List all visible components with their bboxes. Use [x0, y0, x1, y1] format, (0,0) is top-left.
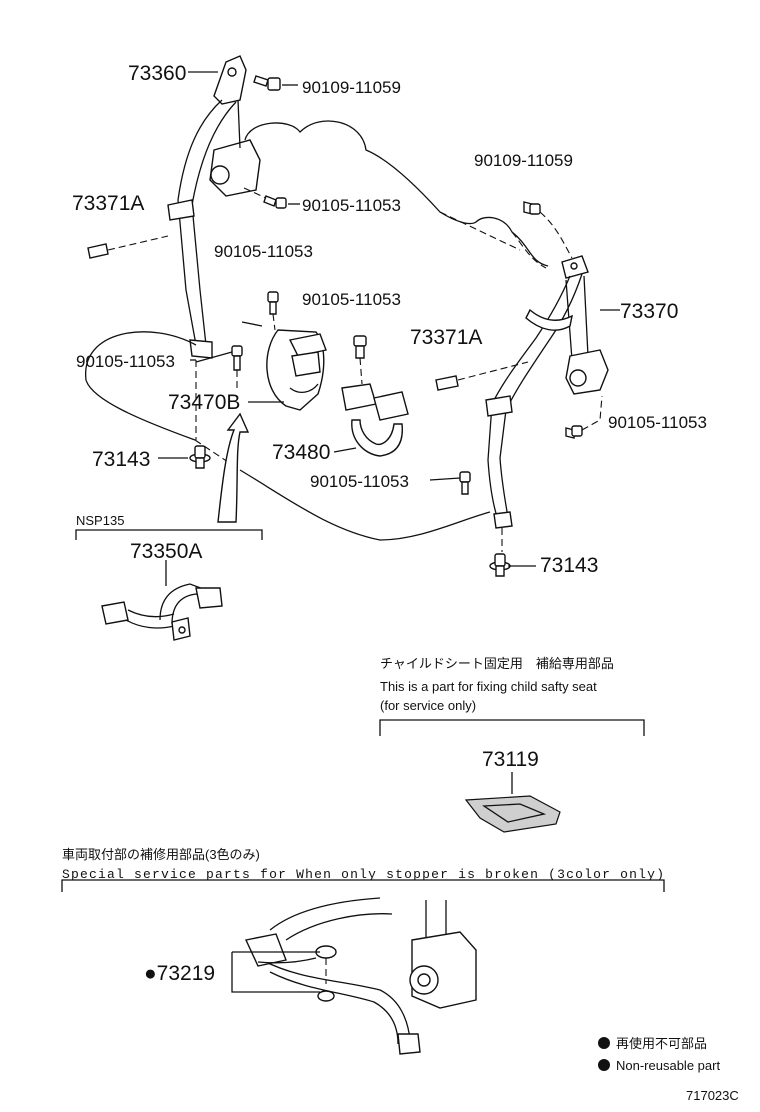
label-73480: 73480 — [272, 441, 330, 464]
label-73119: 73119 — [482, 748, 539, 771]
legend-en: Non-reusable part — [616, 1058, 720, 1073]
note-child-en2: (for service only) — [380, 698, 476, 713]
belt-assembly-73360-drawing — [167, 55, 261, 359]
stud-73143-left — [158, 445, 211, 469]
label-90105-11053-bottom: 90105-11053 — [310, 472, 409, 491]
nsp135-bracket — [75, 529, 263, 540]
clip-73371a-left — [87, 235, 169, 259]
label-73371a-right: 73371A — [410, 326, 482, 349]
belt-73350a-drawing — [101, 560, 223, 641]
label-73360: 73360 — [128, 62, 186, 85]
diagram-id: 717023C — [686, 1088, 739, 1103]
bolt-90105-11053-mid — [267, 291, 279, 331]
buckle-73470b-drawing — [248, 329, 327, 411]
body-outline-cloud — [244, 120, 549, 267]
label-90105-11053-right: 90105-11053 — [608, 413, 707, 432]
belt-assembly-73370-drawing — [485, 201, 620, 552]
label-90109-11059-left: 90109-11059 — [302, 78, 401, 97]
label-90105-11053-cloud: 90105-11053 — [302, 196, 401, 215]
bolt-90105-11053-lower — [195, 345, 243, 440]
label-73370: 73370 — [620, 300, 678, 323]
stopper-73219-drawing — [231, 897, 477, 1055]
note-special-en: Special service parts for When only stop… — [62, 867, 664, 882]
arrow-pointer — [217, 412, 250, 523]
label-73371a-left: 73371A — [72, 192, 144, 215]
note-child-jp: チャイルドシート固定用 補給専用部品 — [380, 656, 614, 671]
note-special-jp: 車両取付部の補修用部品(3色のみ) — [62, 847, 260, 862]
child-seat-bracket — [379, 719, 645, 736]
label-73350a: 73350A — [130, 540, 202, 563]
label-73219: ●73219 — [144, 962, 215, 985]
bolt-90105-11053-right — [565, 395, 603, 439]
label-90105-11053-lower: 90105-11053 — [76, 352, 175, 371]
label-73143-right: 73143 — [540, 554, 598, 577]
buckle-73480-drawing — [333, 335, 409, 457]
note-child-en1: This is a part for fixing child safty se… — [380, 679, 597, 694]
label-73470b: 73470B — [168, 391, 240, 414]
body-outline-dashed — [439, 211, 547, 269]
clip-73371a-right — [435, 361, 529, 391]
bolt-90109-11059-left — [253, 75, 298, 91]
label-73143-left: 73143 — [92, 448, 150, 471]
legend-jp: 再使用不可部品 — [616, 1036, 707, 1051]
part-73119-drawing — [464, 772, 561, 833]
label-90105-11053-buckle: 90105-11053 — [302, 290, 401, 309]
bolt-90105-11053-cloud — [243, 187, 300, 209]
legend-bullet-2 — [598, 1059, 610, 1071]
legend-bullet-1 — [598, 1037, 610, 1049]
stud-73143-right — [489, 553, 536, 577]
label-90105-11053-mid: 90105-11053 — [214, 242, 313, 261]
label-90109-11059-right: 90109-11059 — [474, 151, 573, 170]
bolt-90105-11053-bottom — [429, 471, 471, 495]
label-nsp135: NSP135 — [76, 513, 124, 528]
special-service-bracket — [61, 879, 665, 892]
